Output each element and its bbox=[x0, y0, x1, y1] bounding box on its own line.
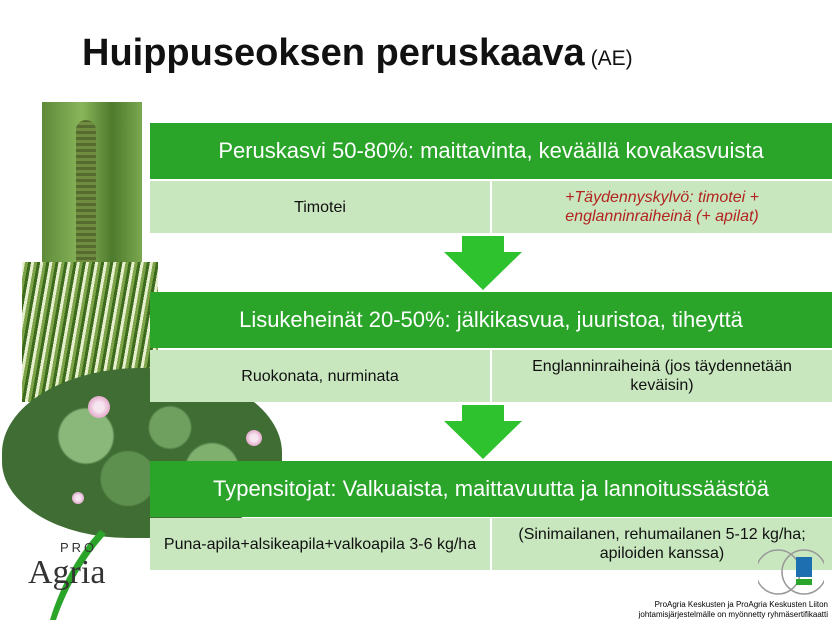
section-1-left-cell: Timotei bbox=[150, 181, 490, 233]
section-2-left-cell: Ruokonata, nurminata bbox=[150, 350, 490, 402]
section-3-row: Puna-apila+alsikeapila+valkoapila 3-6 kg… bbox=[150, 518, 832, 570]
clover-flower bbox=[88, 396, 110, 418]
section-3-left-cell: Puna-apila+alsikeapila+valkoapila 3-6 kg… bbox=[150, 518, 490, 570]
footer-line-2: johtamisjärjestelmälle on myönnetty ryhm… bbox=[638, 610, 828, 619]
title-main: Huippuseoksen peruskaava bbox=[82, 32, 585, 74]
section-1-row: Timotei +Täydennyskylvö: timotei + engla… bbox=[150, 181, 832, 233]
section-2-right-cell: Englanninraiheinä (jos täydennetään kevä… bbox=[490, 350, 832, 402]
section-2-header: Lisukeheinät 20-50%: jälkikasvua, juuris… bbox=[150, 292, 832, 348]
footer-line-1: ProAgria Keskusten ja ProAgria Keskusten… bbox=[654, 600, 828, 609]
title-sub: (AE) bbox=[590, 47, 633, 70]
proagria-logo: PRO Agria bbox=[28, 530, 138, 620]
section-1-header: Peruskasvi 50-80%: maittavinta, keväällä… bbox=[150, 123, 832, 179]
certification-badge-icon bbox=[758, 549, 824, 595]
section-1-right-cell: +Täydennyskylvö: timotei + englanninraih… bbox=[490, 181, 832, 233]
certification-footer: ProAgria Keskusten ja ProAgria Keskusten… bbox=[639, 600, 828, 620]
clover-flower bbox=[72, 492, 84, 504]
logo-pro-text: PRO bbox=[60, 540, 98, 555]
section-3-right-cell: (Sinimailanen, rehumailanen 5-12 kg/ha; … bbox=[490, 518, 832, 570]
down-arrow-icon bbox=[444, 236, 522, 290]
section-2-row: Ruokonata, nurminata Englanninraiheinä (… bbox=[150, 350, 832, 402]
section-3-header: Typensitojat: Valkuaista, maittavuutta j… bbox=[150, 461, 832, 517]
logo-agria-text: Agria bbox=[28, 554, 106, 591]
clover-flower bbox=[246, 430, 262, 446]
logo-swoosh-icon bbox=[50, 530, 106, 620]
down-arrow-icon bbox=[444, 405, 522, 459]
slide-title: Huippuseoksen peruskaava(AE) bbox=[82, 32, 633, 75]
